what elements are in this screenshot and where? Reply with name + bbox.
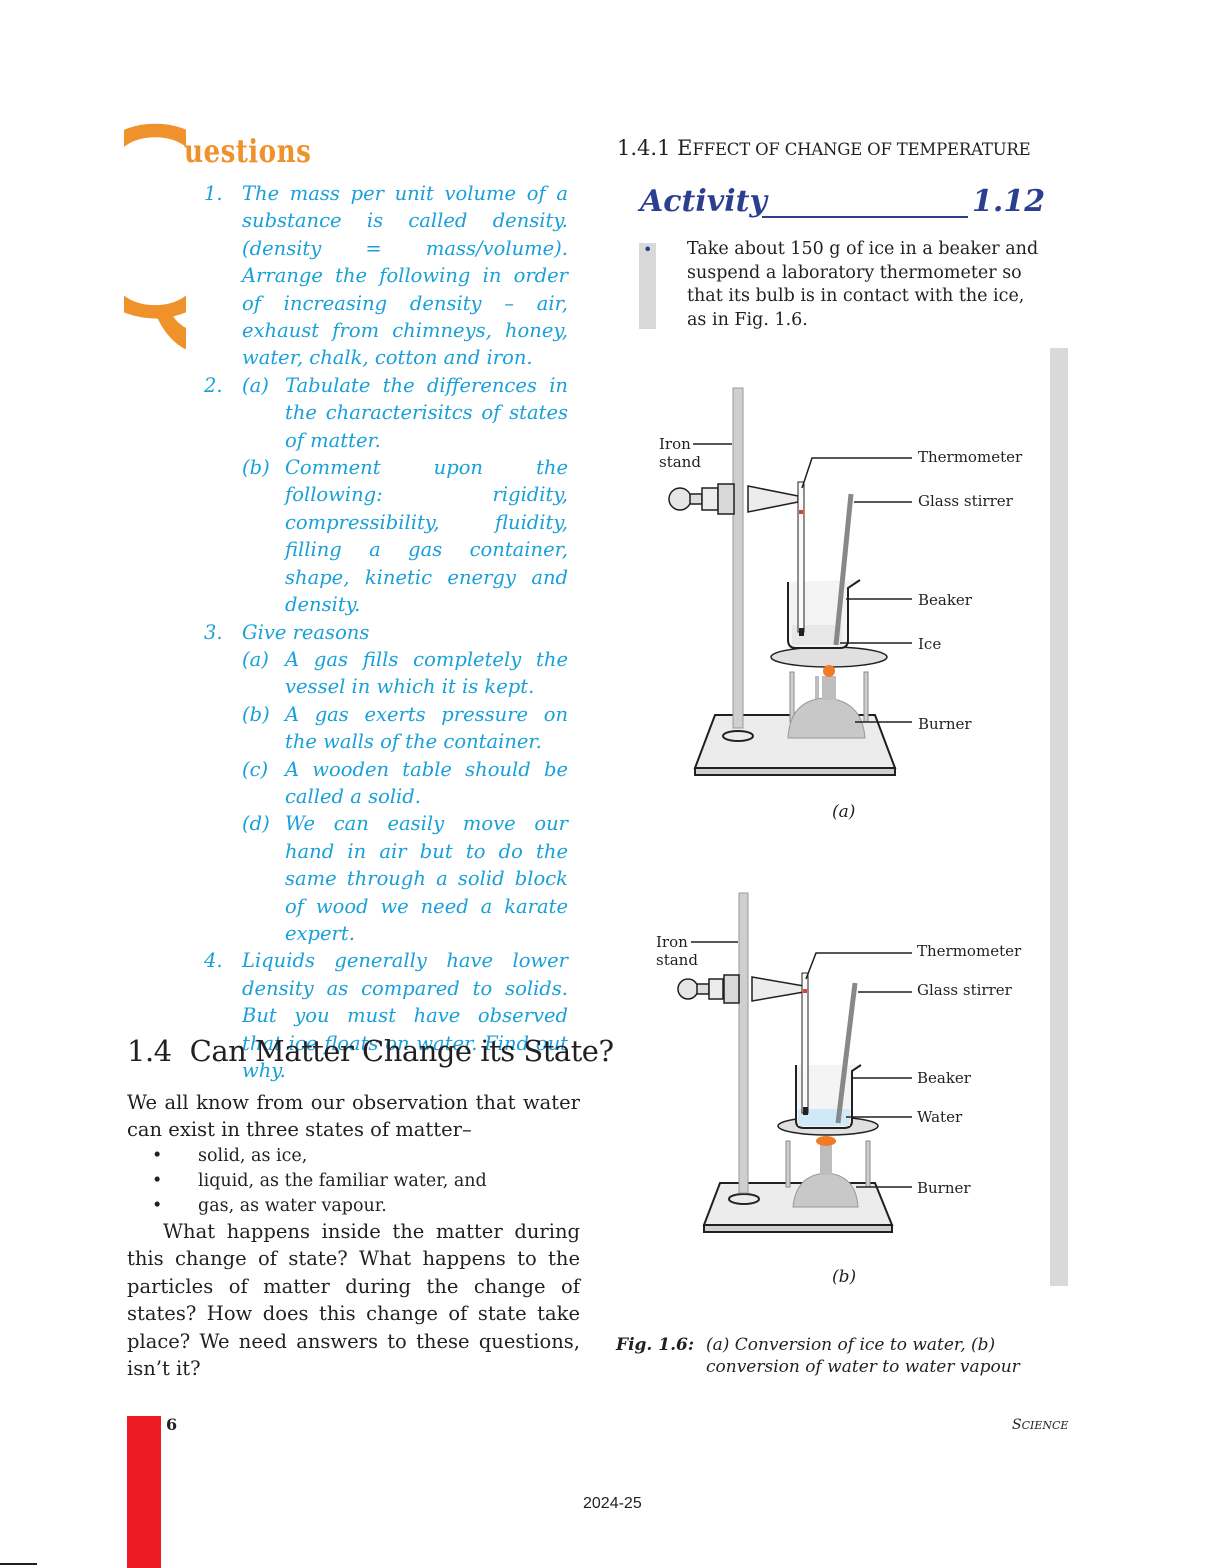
- book-title-first: S: [1012, 1417, 1022, 1433]
- figure-label: Fig. 1.6:: [616, 1335, 695, 1355]
- figure-caption-text: (a) Conversion of ice to water, (b) conv…: [706, 1335, 1020, 1377]
- bullet-icon: •: [643, 240, 653, 259]
- question-1: 1. The mass per unit volume of a substan…: [200, 180, 568, 372]
- page-number: 6: [166, 1415, 178, 1434]
- label-glass-stirrer: Glass stirrer: [917, 981, 1013, 999]
- page-color-bar: [127, 1416, 161, 1568]
- edition-year: 2024-25: [583, 1495, 642, 1512]
- label-burner: Burner: [917, 1179, 971, 1197]
- list-item: liquid, as the familiar water, and: [152, 1169, 487, 1194]
- section-title: 1.4 Can Matter Change its State?: [127, 1034, 614, 1068]
- question-number: 2.: [204, 373, 223, 397]
- question-text: The mass per unit volume of a substance …: [242, 182, 568, 370]
- label-beaker: Beaker: [917, 1069, 972, 1087]
- label-water: Water: [917, 1108, 963, 1126]
- question-2a: (a) Tabulate the differences in the char…: [242, 372, 568, 454]
- section-intro: We all know from our observation that wa…: [127, 1091, 580, 1142]
- activity-label: Activity: [640, 184, 767, 219]
- question-4: 4. Liquids generally have lower density …: [200, 947, 568, 1084]
- label-beaker: Beaker: [918, 591, 973, 609]
- question-3d: (d) We can easily move our hand in air b…: [242, 810, 568, 947]
- activity-text: Take about 150 g of ice in a beaker and …: [687, 239, 1039, 330]
- crop-mark: [0, 1563, 37, 1565]
- label-iron: Iron: [659, 435, 691, 453]
- question-2: 2. (a) Tabulate the differences in the c…: [200, 372, 568, 619]
- figure-a-caption: (a): [832, 802, 856, 822]
- label-stand: stand: [659, 453, 701, 471]
- label-glass-stirrer: Glass stirrer: [918, 492, 1014, 510]
- subquestion-label: (b): [242, 456, 270, 480]
- figure-caption: Fig. 1.6: (a) Conversion of ice to water…: [616, 1334, 1076, 1378]
- book-title-rest: CIENCE: [1021, 1419, 1069, 1432]
- label-ice: Ice: [918, 635, 941, 653]
- activity-side-bar-long: [1050, 348, 1068, 1286]
- subsection-title-first: E: [677, 136, 693, 160]
- activity-side-bar: [639, 243, 656, 329]
- question-text: Give reasons: [242, 620, 370, 644]
- subquestion-label: (a): [242, 373, 269, 397]
- question-text: Liquids generally have lower density as …: [242, 949, 568, 1082]
- label-stand: stand: [656, 951, 698, 969]
- subquestion-label: (b): [242, 702, 270, 726]
- states-list: solid, as ice, liquid, as the familiar w…: [152, 1144, 487, 1219]
- label-burner: Burner: [918, 715, 972, 733]
- subquestion-text: A wooden table should be called a solid.: [285, 757, 568, 808]
- figure-b-apparatus: Iron stand Thermometer Glass stirrer Bea…: [656, 892, 1022, 1233]
- question-3b: (b) A gas exerts pressure on the walls o…: [242, 701, 568, 756]
- label-thermometer: Thermometer: [918, 448, 1023, 466]
- subquestion-text: A gas exerts pressure on the walls of th…: [285, 702, 568, 754]
- subquestion-text: We can easily move our hand in air but t…: [285, 812, 568, 945]
- question-number: 1.: [204, 182, 223, 205]
- subsection-number: 1.4.1: [617, 136, 671, 160]
- question-3: 3. Give reasons (a) A gas fills complete…: [200, 619, 568, 948]
- questions-list: 1. The mass per unit volume of a substan…: [200, 180, 568, 1084]
- activity-rule: [762, 216, 968, 218]
- subquestion-text: Tabulate the differences in the characte…: [285, 373, 568, 452]
- question-number: 4.: [204, 949, 223, 973]
- subquestion-label: (a): [242, 647, 269, 671]
- label-thermometer: Thermometer: [917, 942, 1022, 960]
- question-2b: (b) Comment upon the following: rigidity…: [242, 454, 568, 618]
- subquestion-label: (d): [242, 812, 270, 836]
- activity-number: 1.12: [972, 184, 1046, 219]
- section-paragraph: What happens inside the matter during th…: [127, 1220, 580, 1381]
- question-number: 3.: [204, 620, 223, 644]
- list-item: solid, as ice,: [152, 1144, 487, 1169]
- questions-heading: uestions: [184, 132, 312, 170]
- svg-text:Q: Q: [124, 110, 186, 360]
- list-item: gas, as water vapour.: [152, 1194, 487, 1219]
- label-iron: Iron: [656, 933, 688, 951]
- subquestion-text: Comment upon the following: rigidity, co…: [285, 456, 568, 617]
- subsection-title-rest: FFECT OF CHANGE OF TEMPERATURE: [692, 140, 1031, 159]
- subsection-heading: 1.4.1 EFFECT OF CHANGE OF TEMPERATURE: [617, 136, 1031, 160]
- figure-b-caption: (b): [832, 1267, 857, 1287]
- figure-a-apparatus: Iron stand Thermometer Glass stirrer Bea…: [659, 387, 1023, 776]
- questions-q-letter: Q: [124, 110, 186, 360]
- subquestion-text: A gas fills completely the vessel in whi…: [285, 647, 568, 699]
- question-3a: (a) A gas fills completely the vessel in…: [242, 646, 568, 701]
- book-title: SCIENCE: [1012, 1417, 1068, 1433]
- section-number: 1.4: [127, 1034, 172, 1068]
- section-title-text: Can Matter Change its State?: [189, 1034, 614, 1068]
- question-3c: (c) A wooden table should be called a so…: [242, 756, 568, 811]
- subquestion-label: (c): [242, 757, 269, 781]
